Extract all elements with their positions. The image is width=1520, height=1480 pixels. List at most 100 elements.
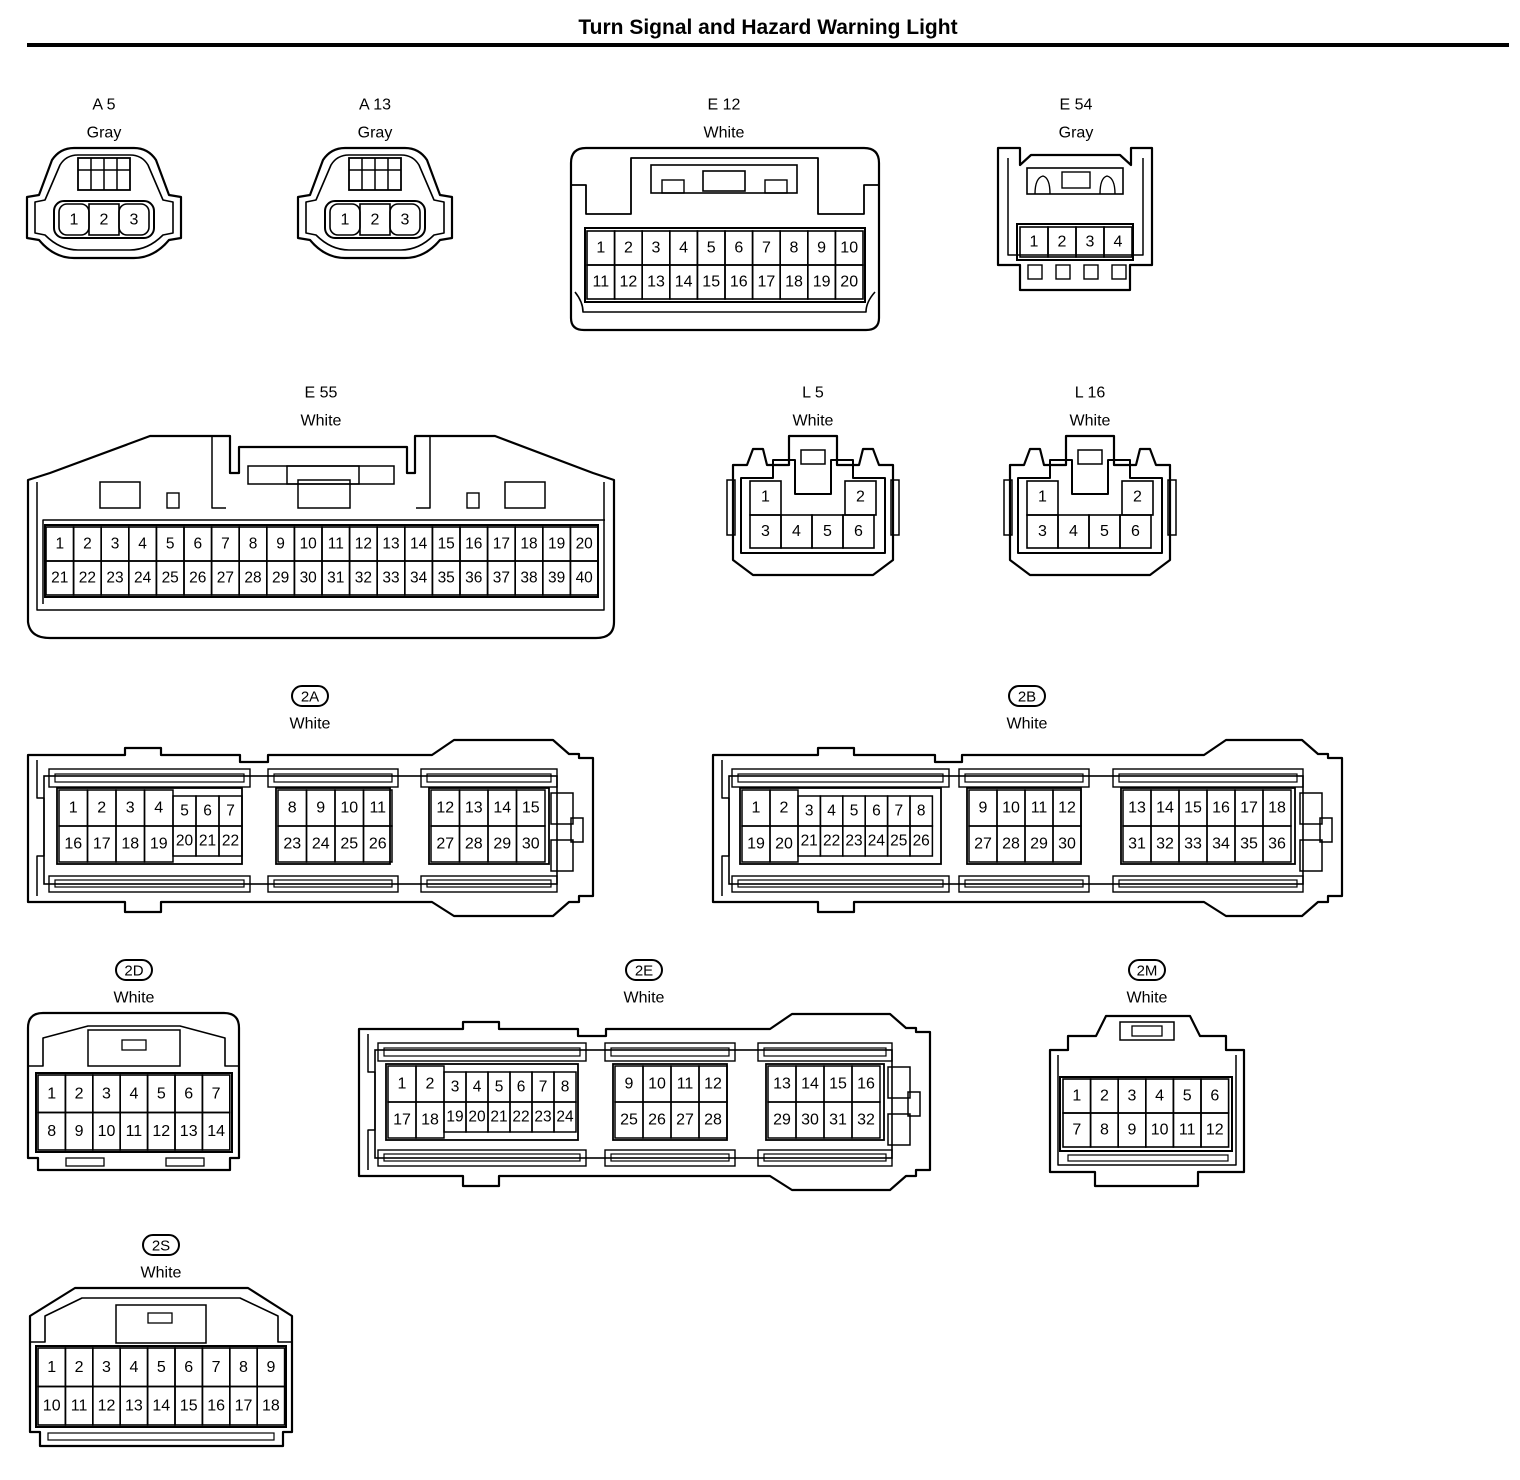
pin-1: 1: [37, 1347, 67, 1388]
pin-17: 17: [387, 1101, 417, 1139]
pin-number: 5: [707, 240, 716, 257]
pin-number: 33: [1184, 836, 1202, 853]
pin-number: 12: [436, 800, 454, 817]
pin-number: 25: [340, 836, 358, 853]
pin-7: 7: [751, 230, 781, 266]
connector-color: White: [704, 125, 745, 142]
pin-number: 28: [1002, 836, 1020, 853]
pin-28: 28: [698, 1101, 728, 1139]
pin-number: 29: [272, 570, 289, 587]
pin-number: 39: [548, 570, 565, 587]
pin-2: 2: [64, 1074, 94, 1114]
pin-number: 32: [857, 1112, 875, 1129]
pin-number: 15: [829, 1076, 847, 1093]
pin-number: 12: [620, 274, 638, 291]
pin-2: 2: [86, 789, 117, 827]
pin-number: 12: [1058, 800, 1076, 817]
pin-number: 26: [913, 833, 930, 850]
pin-22: 22: [819, 825, 844, 857]
pin-number: 14: [152, 1397, 170, 1414]
pin-15: 15: [431, 526, 461, 562]
pin-16: 16: [1206, 789, 1236, 827]
pin-8: 8: [553, 1071, 577, 1103]
pin-number: 13: [180, 1123, 198, 1140]
pin-number: 2: [624, 240, 633, 257]
pin-number: 9: [75, 1123, 84, 1140]
connector-color: White: [1127, 990, 1168, 1007]
pin-number: 13: [773, 1076, 791, 1093]
pin-number: 32: [355, 570, 372, 587]
pin-14: 14: [1150, 789, 1180, 827]
pin-number: 8: [790, 240, 799, 257]
pin-7: 7: [201, 1347, 231, 1388]
pin-33: 33: [1178, 825, 1208, 863]
pin-1: 1: [37, 1074, 67, 1114]
pin-number: 23: [534, 1109, 551, 1126]
pin-21: 21: [797, 825, 822, 857]
pin-1: 1: [1019, 226, 1049, 258]
pin-11: 11: [119, 1111, 149, 1151]
pin-number: 4: [827, 803, 836, 820]
pin-number: 3: [126, 800, 135, 817]
pin-number: 6: [193, 536, 202, 553]
pin-7: 7: [886, 795, 911, 827]
pin-number: 2: [83, 536, 92, 553]
pin-30: 30: [795, 1101, 825, 1139]
pin-15: 15: [823, 1065, 853, 1103]
pin-number: 9: [625, 1076, 634, 1093]
pin-number: 8: [239, 1359, 248, 1376]
pin-4: 4: [1103, 226, 1133, 258]
pin-14: 14: [403, 526, 434, 562]
pin-number: 6: [184, 1085, 193, 1102]
pin-2: 2: [769, 789, 799, 827]
pin-number: 5: [1183, 1088, 1192, 1105]
pin-number: 15: [438, 536, 455, 553]
pin-1: 1: [45, 526, 75, 562]
pin-15: 15: [1178, 789, 1208, 827]
pin-9: 9: [64, 1111, 94, 1151]
pin-number: 13: [647, 274, 665, 291]
pin-number: 3: [1086, 234, 1095, 251]
pin-38: 38: [514, 560, 544, 596]
pin-number: 10: [98, 1123, 116, 1140]
pin-number: 7: [762, 240, 771, 257]
pin-23: 23: [842, 825, 866, 857]
pin-number: 4: [129, 1359, 138, 1376]
pin-number: 5: [157, 1359, 166, 1376]
pin-18: 18: [256, 1385, 286, 1426]
pin-number: 16: [857, 1076, 875, 1093]
pin-number: 4: [154, 800, 163, 817]
pin-2: 2: [1121, 480, 1154, 516]
pin-16: 16: [851, 1065, 881, 1103]
pin-number: 30: [522, 836, 540, 853]
pin-number: 1: [47, 1359, 56, 1376]
connector-color: Gray: [358, 125, 393, 142]
pin-number: 7: [1072, 1122, 1081, 1139]
pin-number: 13: [465, 800, 483, 817]
pin-number: 7: [221, 536, 230, 553]
pin-1: 1: [1062, 1078, 1092, 1114]
pin-9: 9: [614, 1065, 644, 1103]
pin-33: 33: [376, 560, 406, 596]
pin-20: 20: [569, 526, 599, 562]
pin-32: 32: [348, 560, 379, 596]
pin-4: 4: [119, 1074, 149, 1114]
connector-code: 2S: [152, 1238, 170, 1255]
pin-5: 5: [1172, 1078, 1202, 1114]
pin-16: 16: [58, 825, 89, 863]
pin-number: 31: [1128, 836, 1146, 853]
pin-30: 30: [1052, 825, 1082, 863]
pin-number: 23: [106, 570, 123, 587]
pin-number: 5: [157, 1085, 166, 1102]
pin-20: 20: [834, 264, 864, 300]
pin-25: 25: [334, 825, 365, 863]
pin-number: 4: [1069, 523, 1078, 540]
pin-number: 21: [199, 833, 216, 850]
pin-3: 3: [1026, 514, 1059, 549]
pin-number: 3: [652, 240, 661, 257]
pin-18: 18: [1262, 789, 1292, 827]
